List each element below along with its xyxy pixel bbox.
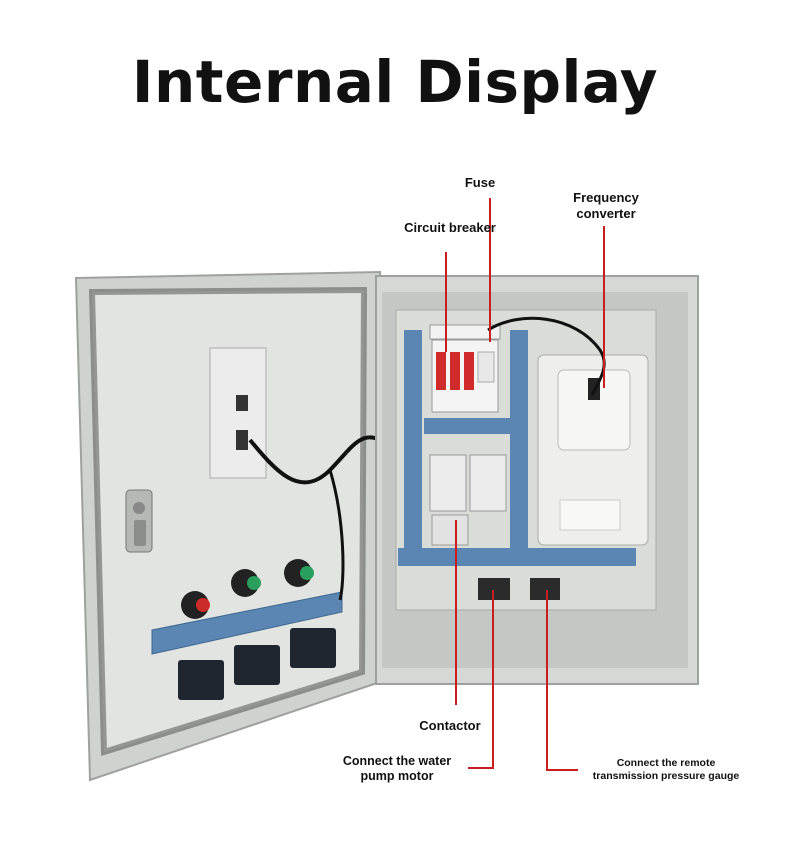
label-frequency-converter-line2: converter (576, 205, 636, 221)
label-fuse: Fuse (464, 175, 496, 190)
label-connect-motor: Connect the water pump motor (332, 754, 462, 784)
label-connect-gauge: Connect the remote transmission pressure… (582, 757, 750, 782)
label-circuit-breaker: Circuit breaker (404, 220, 496, 235)
cabinet-door (74, 270, 381, 782)
label-connect-motor-line1: Connect the water (342, 754, 452, 768)
label-contactor: Contactor (419, 718, 481, 733)
door-latch-icon (125, 489, 153, 553)
label-connect-gauge-line1: Connect the remote (616, 757, 716, 769)
label-connect-gauge-line2: transmission pressure gauge (592, 769, 740, 782)
label-connect-motor-line2: pump motor (360, 769, 434, 783)
cabinet-body (375, 275, 699, 685)
page-title: Internal Display (131, 48, 659, 116)
callout-lines (445, 198, 605, 771)
indicator-light-icon (181, 559, 314, 619)
label-frequency-converter: Frequency converter (556, 190, 656, 221)
label-frequency-converter-line1: Frequency (573, 190, 639, 205)
